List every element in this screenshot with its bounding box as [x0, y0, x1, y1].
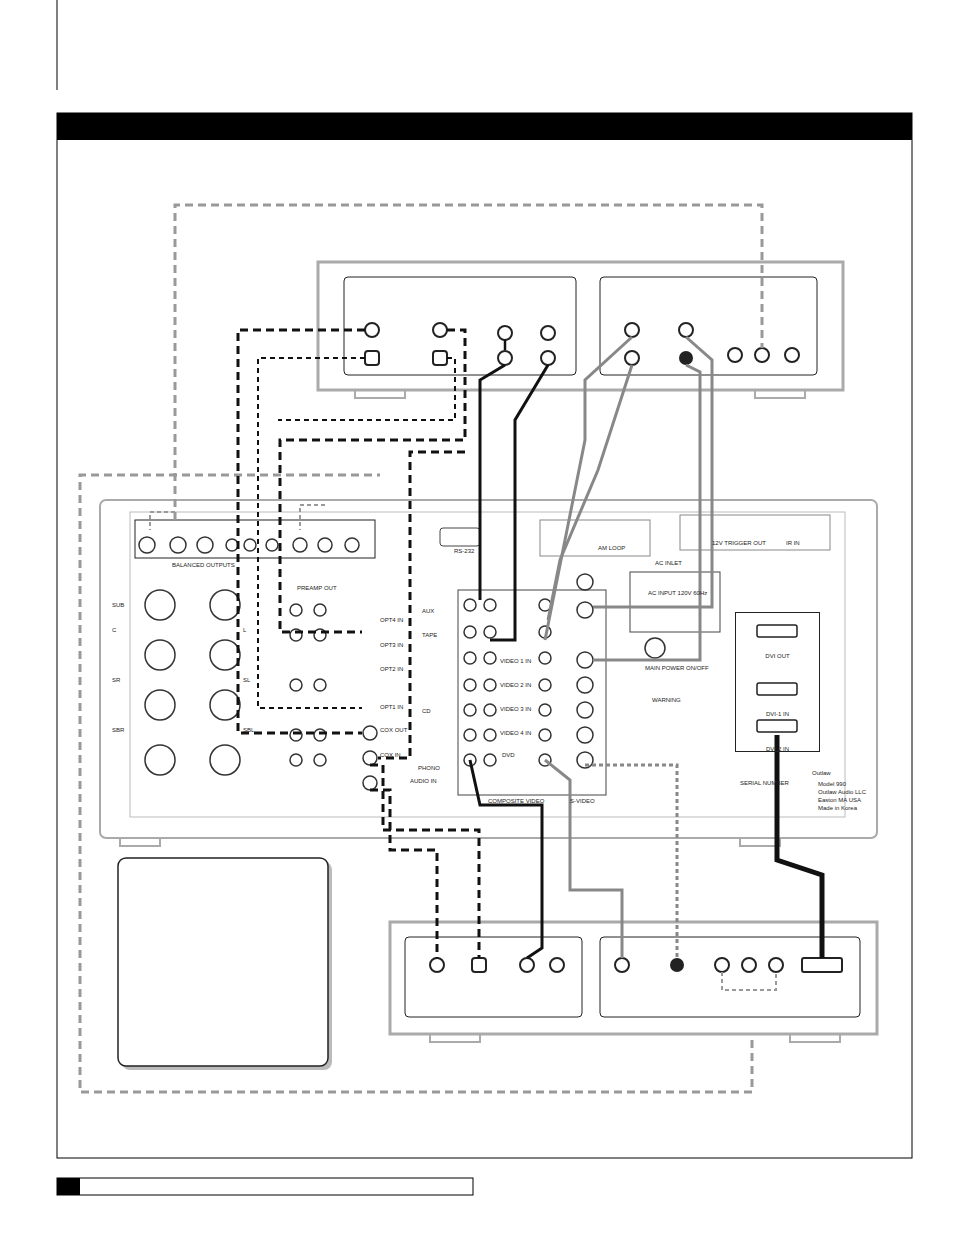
panel-label: SUB	[112, 602, 124, 609]
panel-label: Model 990	[818, 781, 846, 788]
panel-label: VIDEO 4 IN	[500, 730, 531, 737]
port-label: DVI-1 IN	[736, 711, 819, 718]
panel-label: SBR	[112, 727, 124, 734]
panel-label: Made in Korea	[818, 805, 857, 812]
panel-label: SERIAL NUMBER	[740, 780, 789, 787]
panel-label: 12V TRIGGER OUT	[712, 540, 766, 547]
panel-label: COMPOSITE VIDEO	[488, 798, 544, 805]
panel-label: PHONO	[418, 765, 440, 772]
panel-label: RS-232	[454, 548, 474, 555]
panel-label: AC INLET	[655, 560, 682, 567]
panel-label: AUX	[422, 608, 434, 615]
panel-label: L	[243, 627, 246, 634]
panel-label: AC INPUT 120V 60Hz	[648, 590, 707, 597]
panel-label: OPT1 IN	[380, 704, 403, 711]
panel-label: BALANCED OUTPUTS	[172, 562, 235, 569]
panel-label: WARNING	[652, 697, 681, 704]
panel-label: S-VIDEO	[570, 798, 595, 805]
panel-label: COX IN	[380, 752, 401, 759]
panel-label: SR	[112, 677, 120, 684]
port-label: DVI OUT	[736, 653, 819, 660]
panel-label: Outlaw Audio LLC	[818, 789, 866, 796]
panel-label: DVD	[502, 752, 515, 759]
port-label: DVI-2 IN	[736, 746, 819, 753]
panel-label: C	[112, 627, 116, 634]
panel-label: VIDEO 3 IN	[500, 706, 531, 713]
panel-label: MAIN POWER ON/OFF	[645, 665, 709, 672]
dvi-board: DVI OUT DVI-1 IN DVI-2 IN	[735, 612, 820, 752]
panel-label: AM LOOP	[598, 545, 625, 552]
panel-label: SL	[243, 677, 250, 684]
panel-label: Easton MA USA	[818, 797, 861, 804]
panel-label: Outlaw	[812, 770, 831, 777]
panel-label: OPT3 IN	[380, 642, 403, 649]
panel-label: TAPE	[422, 632, 437, 639]
panel-label: COX OUT	[380, 727, 407, 734]
panel-label: AUDIO IN	[410, 778, 437, 785]
panel-label: SBL	[243, 727, 254, 734]
panel-label: OPT4 IN	[380, 617, 403, 624]
panel-label: CD	[422, 708, 431, 715]
panel-label: OPT2 IN	[380, 666, 403, 673]
panel-label: PREAMP OUT	[297, 585, 337, 592]
panel-label: IR IN	[786, 540, 800, 547]
panel-label: VIDEO 1 IN	[500, 658, 531, 665]
panel-label: VIDEO 2 IN	[500, 682, 531, 689]
